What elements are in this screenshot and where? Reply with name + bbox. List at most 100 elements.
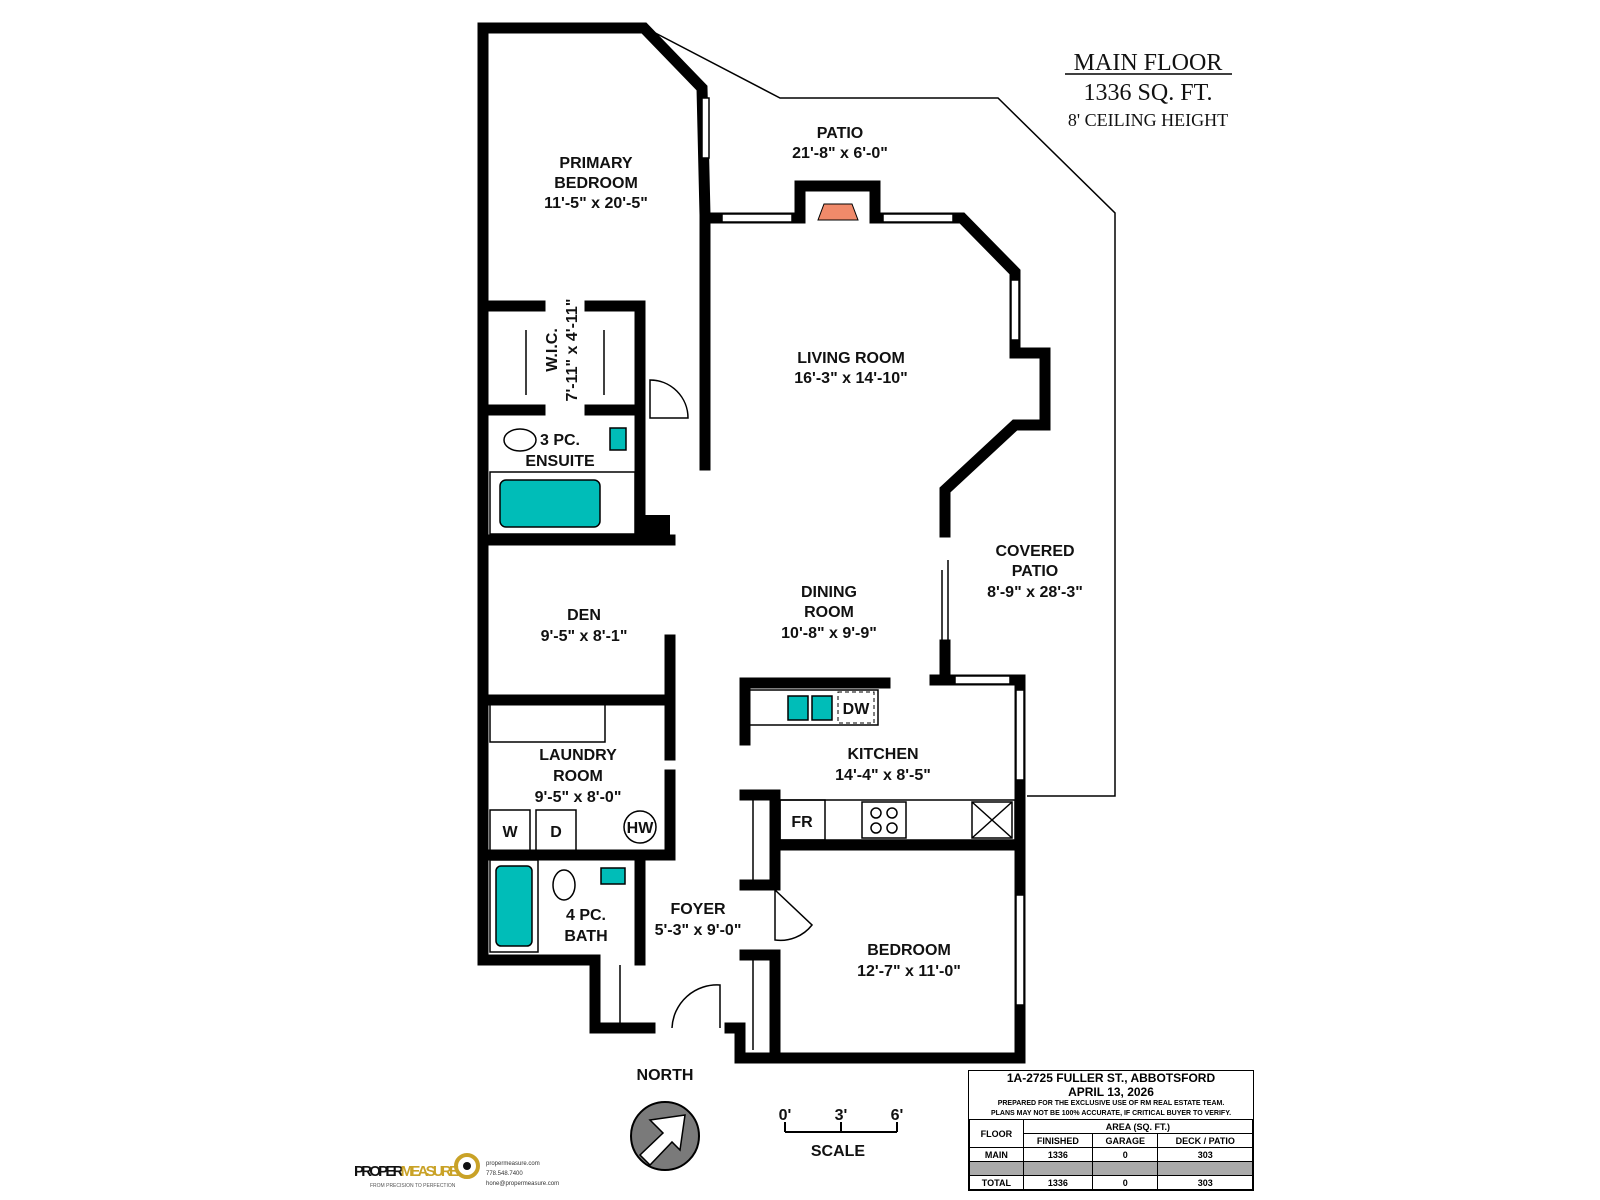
area-header: AREA (SQ. FT.) — [1022, 1119, 1254, 1134]
doors — [525, 330, 814, 1050]
svg-text:5'-3" x 9'-0": 5'-3" x 9'-0" — [655, 922, 742, 939]
svg-text:DEN: DEN — [567, 607, 601, 624]
room-label-foyer: FOYER 5'-3" x 9'-0" — [655, 901, 742, 939]
svg-text:9'-5" x 8'-0": 9'-5" x 8'-0" — [535, 789, 622, 806]
room-label-dining-room: DINING ROOM 10'-8" x 9'-9" — [781, 584, 877, 642]
property-info-box: 1A-2725 FULLER ST., ABBOTSFORD APRIL 13,… — [968, 1070, 1254, 1191]
svg-text:LIVING ROOM: LIVING ROOM — [797, 350, 905, 367]
svg-text:3 PC.: 3 PC. — [540, 432, 580, 449]
svg-text:FROM PRECISION TO PERFECTION: FROM PRECISION TO PERFECTION — [370, 1183, 456, 1189]
cell: 1336 — [1022, 1147, 1093, 1162]
svg-text:hone@propermeasure.com: hone@propermeasure.com — [486, 1181, 559, 1187]
room-label-den: DEN 9'-5" x 8'-1" — [541, 607, 628, 645]
svg-text:10'-8" x 9'-9": 10'-8" x 9'-9" — [781, 625, 877, 642]
note-accuracy: PLANS MAY NOT BE 100% ACCURATE, IF CRITI… — [990, 1110, 1232, 1117]
col-deck: DECK / PATIO — [1157, 1133, 1253, 1148]
plan-date: APRIL 13, 2026 — [1068, 1085, 1154, 1099]
svg-text:16'-3" x 14'-10": 16'-3" x 14'-10" — [794, 370, 908, 387]
svg-text:6': 6' — [891, 1107, 904, 1124]
svg-text:PRIMARY: PRIMARY — [559, 155, 633, 172]
svg-text:11'-5" x 20'-5": 11'-5" x 20'-5" — [544, 195, 648, 212]
svg-text:SCALE: SCALE — [811, 1143, 866, 1160]
kitchen-sink-right — [811, 695, 833, 721]
svg-text:ROOM: ROOM — [804, 604, 854, 621]
svg-text:ROOM: ROOM — [553, 768, 603, 785]
fr-label: FR — [791, 814, 813, 831]
hot-water-tank — [623, 810, 657, 844]
dishwasher — [837, 691, 875, 724]
floor-title: MAIN FLOOR 1336 SQ. FT. 8' CEILING HEIGH… — [1065, 50, 1232, 130]
svg-text:1336 SQ. FT.: 1336 SQ. FT. — [1084, 80, 1213, 106]
svg-text:14'-4" x 8'-5": 14'-4" x 8'-5" — [835, 767, 931, 784]
row-floor: TOTAL — [969, 1175, 1024, 1190]
floor-header: FLOOR — [969, 1119, 1024, 1148]
table-spacer-row — [969, 1161, 1253, 1176]
col-finished: FINISHED — [1022, 1133, 1093, 1148]
ensuite-toilet — [503, 428, 537, 452]
ensuite-tub — [499, 479, 601, 528]
dw-label: DW — [843, 701, 871, 718]
room-label-patio: PATIO 21'-8" x 6'-0" — [792, 125, 888, 162]
patio-outline — [639, 24, 1116, 797]
north-arrow-icon — [630, 1101, 700, 1171]
north-label: NORTH — [637, 1067, 694, 1084]
svg-text:8' CEILING HEIGHT: 8' CEILING HEIGHT — [1068, 110, 1228, 130]
windows — [701, 97, 1025, 1006]
svg-text:LAUNDRY: LAUNDRY — [539, 747, 617, 764]
svg-text:21'-8" x 6'-0": 21'-8" x 6'-0" — [792, 145, 888, 162]
svg-text:7'-11" x 4'-11": 7'-11" x 4'-11" — [564, 299, 581, 402]
svg-text:BATH: BATH — [564, 928, 607, 945]
propermeasure-logo: PROPERMEASURE FROM PRECISION TO PERFECTI… — [354, 1153, 559, 1189]
svg-text:BEDROOM: BEDROOM — [867, 942, 951, 959]
svg-text:KITCHEN: KITCHEN — [847, 746, 918, 763]
svg-text:FOYER: FOYER — [670, 901, 726, 918]
dryer-label: D — [550, 824, 562, 841]
washer — [489, 809, 531, 853]
scale-bar: 0' 3' 6' SCALE — [779, 1107, 904, 1160]
row-floor: MAIN — [969, 1147, 1024, 1162]
stove — [861, 801, 907, 839]
room-label-bath: 4 PC. BATH — [564, 907, 607, 945]
room-label-wic: W.I.C. 7'-11" x 4'-11" — [544, 299, 581, 402]
svg-text:778.548.7400: 778.548.7400 — [486, 1171, 523, 1177]
bath-sink — [600, 867, 626, 885]
svg-text:BEDROOM: BEDROOM — [554, 175, 638, 192]
room-label-ensuite: 3 PC. ENSUITE — [525, 432, 595, 470]
svg-text:propermeasure.com: propermeasure.com — [486, 1161, 540, 1167]
address: 1A-2725 FULLER ST., ABBOTSFORD — [1006, 1071, 1216, 1085]
fridge — [779, 799, 826, 841]
washer-label: W — [502, 824, 518, 841]
svg-text:PROPERMEASURE: PROPERMEASURE — [354, 1163, 459, 1180]
dryer — [535, 809, 577, 853]
svg-text:ENSUITE: ENSUITE — [525, 453, 595, 470]
col-garage: GARAGE — [1091, 1133, 1159, 1148]
svg-text:0': 0' — [779, 1107, 792, 1124]
ensuite-sink — [609, 427, 627, 451]
svg-text:8'-9" x 28'-3": 8'-9" x 28'-3" — [987, 584, 1083, 601]
cell: 1336 — [1022, 1175, 1093, 1190]
svg-text:4 PC.: 4 PC. — [566, 907, 606, 924]
cell: 303 — [1157, 1175, 1253, 1190]
svg-text:DINING: DINING — [801, 584, 857, 601]
svg-text:PATIO: PATIO — [817, 125, 864, 142]
room-label-laundry-room: LAUNDRY ROOM 9'-5" x 8'-0" — [535, 747, 622, 806]
kitchen-sink-left — [787, 695, 809, 721]
svg-text:PATIO: PATIO — [1012, 563, 1059, 580]
room-label-bedroom: BEDROOM 12'-7" x 11'-0" — [857, 942, 961, 980]
bath-toilet — [552, 869, 576, 901]
svg-text:W.I.C.: W.I.C. — [544, 328, 561, 372]
room-label-covered-patio: COVERED PATIO 8'-9" x 28'-3" — [987, 543, 1083, 601]
cell: 303 — [1157, 1147, 1253, 1162]
bath-tub — [495, 865, 533, 947]
room-label-living-room: LIVING ROOM 16'-3" x 14'-10" — [794, 350, 908, 387]
svg-text:12'-7" x 11'-0": 12'-7" x 11'-0" — [857, 963, 961, 980]
room-label-primary-bedroom: PRIMARY BEDROOM 11'-5" x 20'-5" — [544, 155, 648, 212]
svg-text:9'-5" x 8'-1": 9'-5" x 8'-1" — [541, 628, 628, 645]
hw-label: HW — [627, 820, 655, 837]
note-exclusive: PREPARED FOR THE EXCLUSIVE USE OF RM REA… — [997, 1100, 1225, 1107]
cell: 0 — [1091, 1175, 1159, 1190]
